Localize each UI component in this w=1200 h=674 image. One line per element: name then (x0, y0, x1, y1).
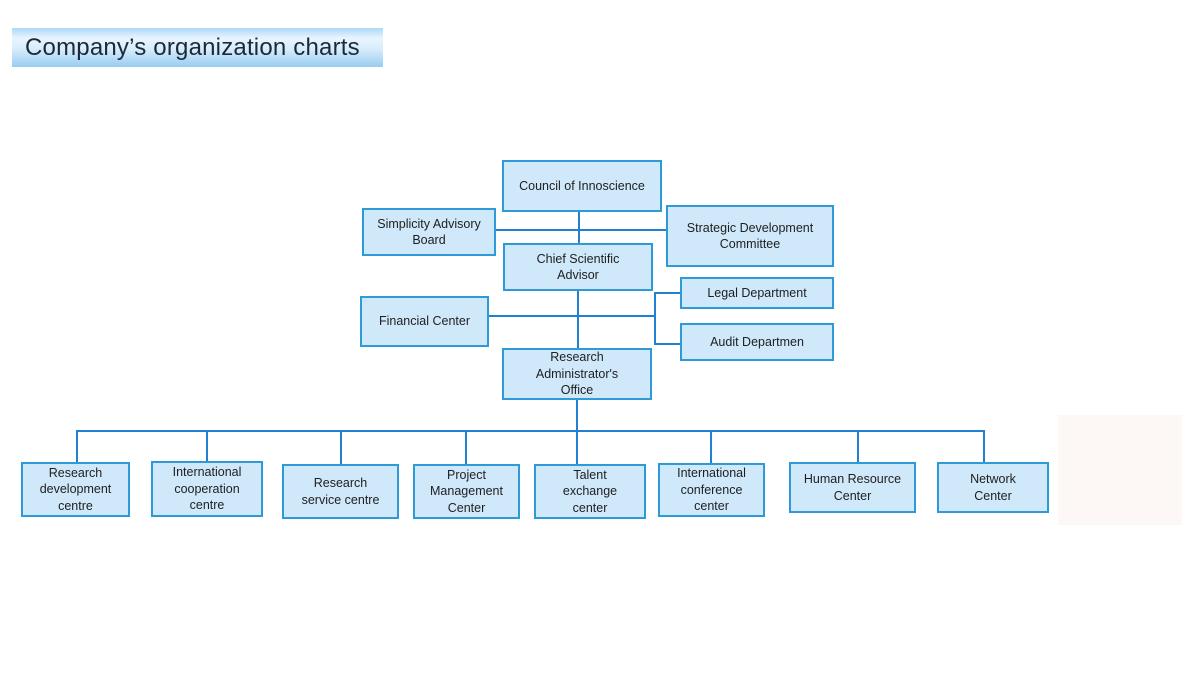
page-title: Company’s organization charts (12, 28, 383, 67)
connector-drop-research-service (340, 430, 342, 464)
org-node-label: Audit Departmen (710, 334, 804, 349)
connector-chief-to-office (577, 291, 579, 349)
connector-council-to-chief (578, 211, 580, 244)
page-title-text: Company’s organization charts (25, 33, 360, 61)
connector-drop-research-development (76, 430, 78, 462)
connector-drop-network (983, 430, 985, 462)
decoration-corner-rect (1058, 415, 1182, 525)
connector-legal-audit-bracket (654, 292, 656, 345)
connector-drop-international-cooperation (206, 430, 208, 461)
org-node-audit-department: Audit Departmen (680, 323, 834, 361)
connector-drop-international-conference (710, 430, 712, 463)
org-node-label: Legal Department (707, 285, 807, 300)
connector-advisory-to-strategic (496, 229, 666, 231)
connector-office-to-bus-and-talent (576, 400, 578, 464)
org-node-council: Council of Innoscience (502, 160, 662, 212)
connector-bracket-to-legal (654, 292, 680, 294)
connector-bottom-bus (77, 430, 985, 432)
connector-financial-to-bracket (489, 315, 655, 317)
org-node-legal-department: Legal Department (680, 277, 834, 309)
org-node-financial-center: Financial Center (360, 296, 489, 347)
connector-drop-project-management (465, 430, 467, 464)
connector-bracket-to-audit (654, 343, 680, 345)
connector-drop-human-resource (857, 430, 859, 462)
org-node-label: Financial Center (378, 314, 470, 329)
org-node-label: Council of Innoscience (519, 178, 645, 193)
